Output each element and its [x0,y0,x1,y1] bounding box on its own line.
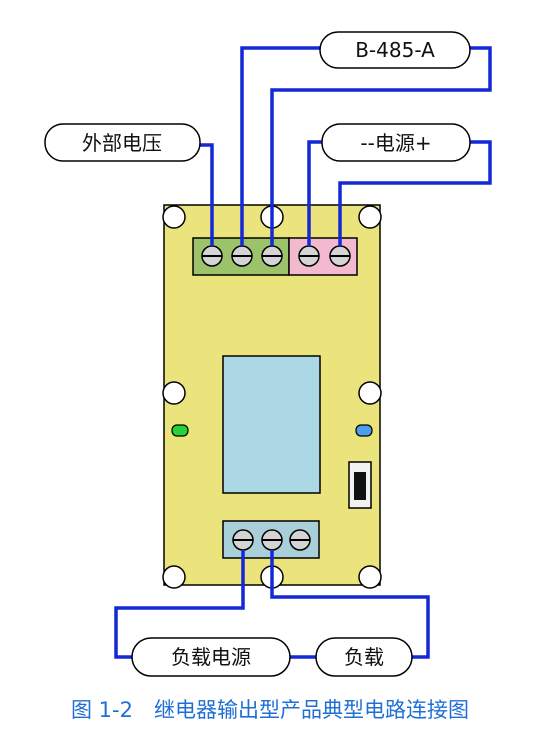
label-rs485: B-485-A [319,31,471,69]
terminal-screw [298,245,320,267]
terminal-screw [232,529,254,551]
label-load-power: 负载电源 [131,637,291,677]
wires [114,46,492,659]
label-load: 负载 [315,637,413,677]
label-power-text: --电源+ [360,131,431,155]
mounting-hole-mid-right [358,381,382,405]
mounting-hole-top-right [358,205,382,229]
side-switch [348,461,372,509]
terminal-screw [289,529,311,551]
label-external-voltage: 外部电压 [44,123,201,162]
label-external-voltage-text: 外部电压 [82,131,162,155]
terminal-screw [261,245,283,267]
wire-load [270,550,430,659]
mounting-hole-mid-left [162,381,186,405]
terminal-block-power [288,237,358,276]
wire-power-positive [338,140,492,246]
label-power: --电源+ [321,123,471,162]
wire-external-voltage [200,143,214,246]
wire-power-negative [307,140,322,246]
mounting-hole-bottom-right [358,565,382,589]
mounting-hole-bottom-left [162,565,186,589]
terminal-screw [201,245,223,267]
led-blue [355,424,373,437]
label-load-text: 负载 [344,645,384,669]
terminal-screw [261,529,283,551]
terminal-screw [329,245,351,267]
wire-rs485-b [240,46,320,246]
terminal-screw [231,245,253,267]
label-rs485-text: B-485-A [355,38,435,62]
wire-rs485-a [270,46,492,246]
led-green [171,424,189,437]
mounting-hole-top-left [162,205,186,229]
label-load-power-text: 负载电源 [171,645,251,669]
display-window [222,355,321,494]
wire-load-power [114,550,245,659]
figure-caption: 图 1-2 继电器输出型产品典型电路连接图 [71,698,469,722]
